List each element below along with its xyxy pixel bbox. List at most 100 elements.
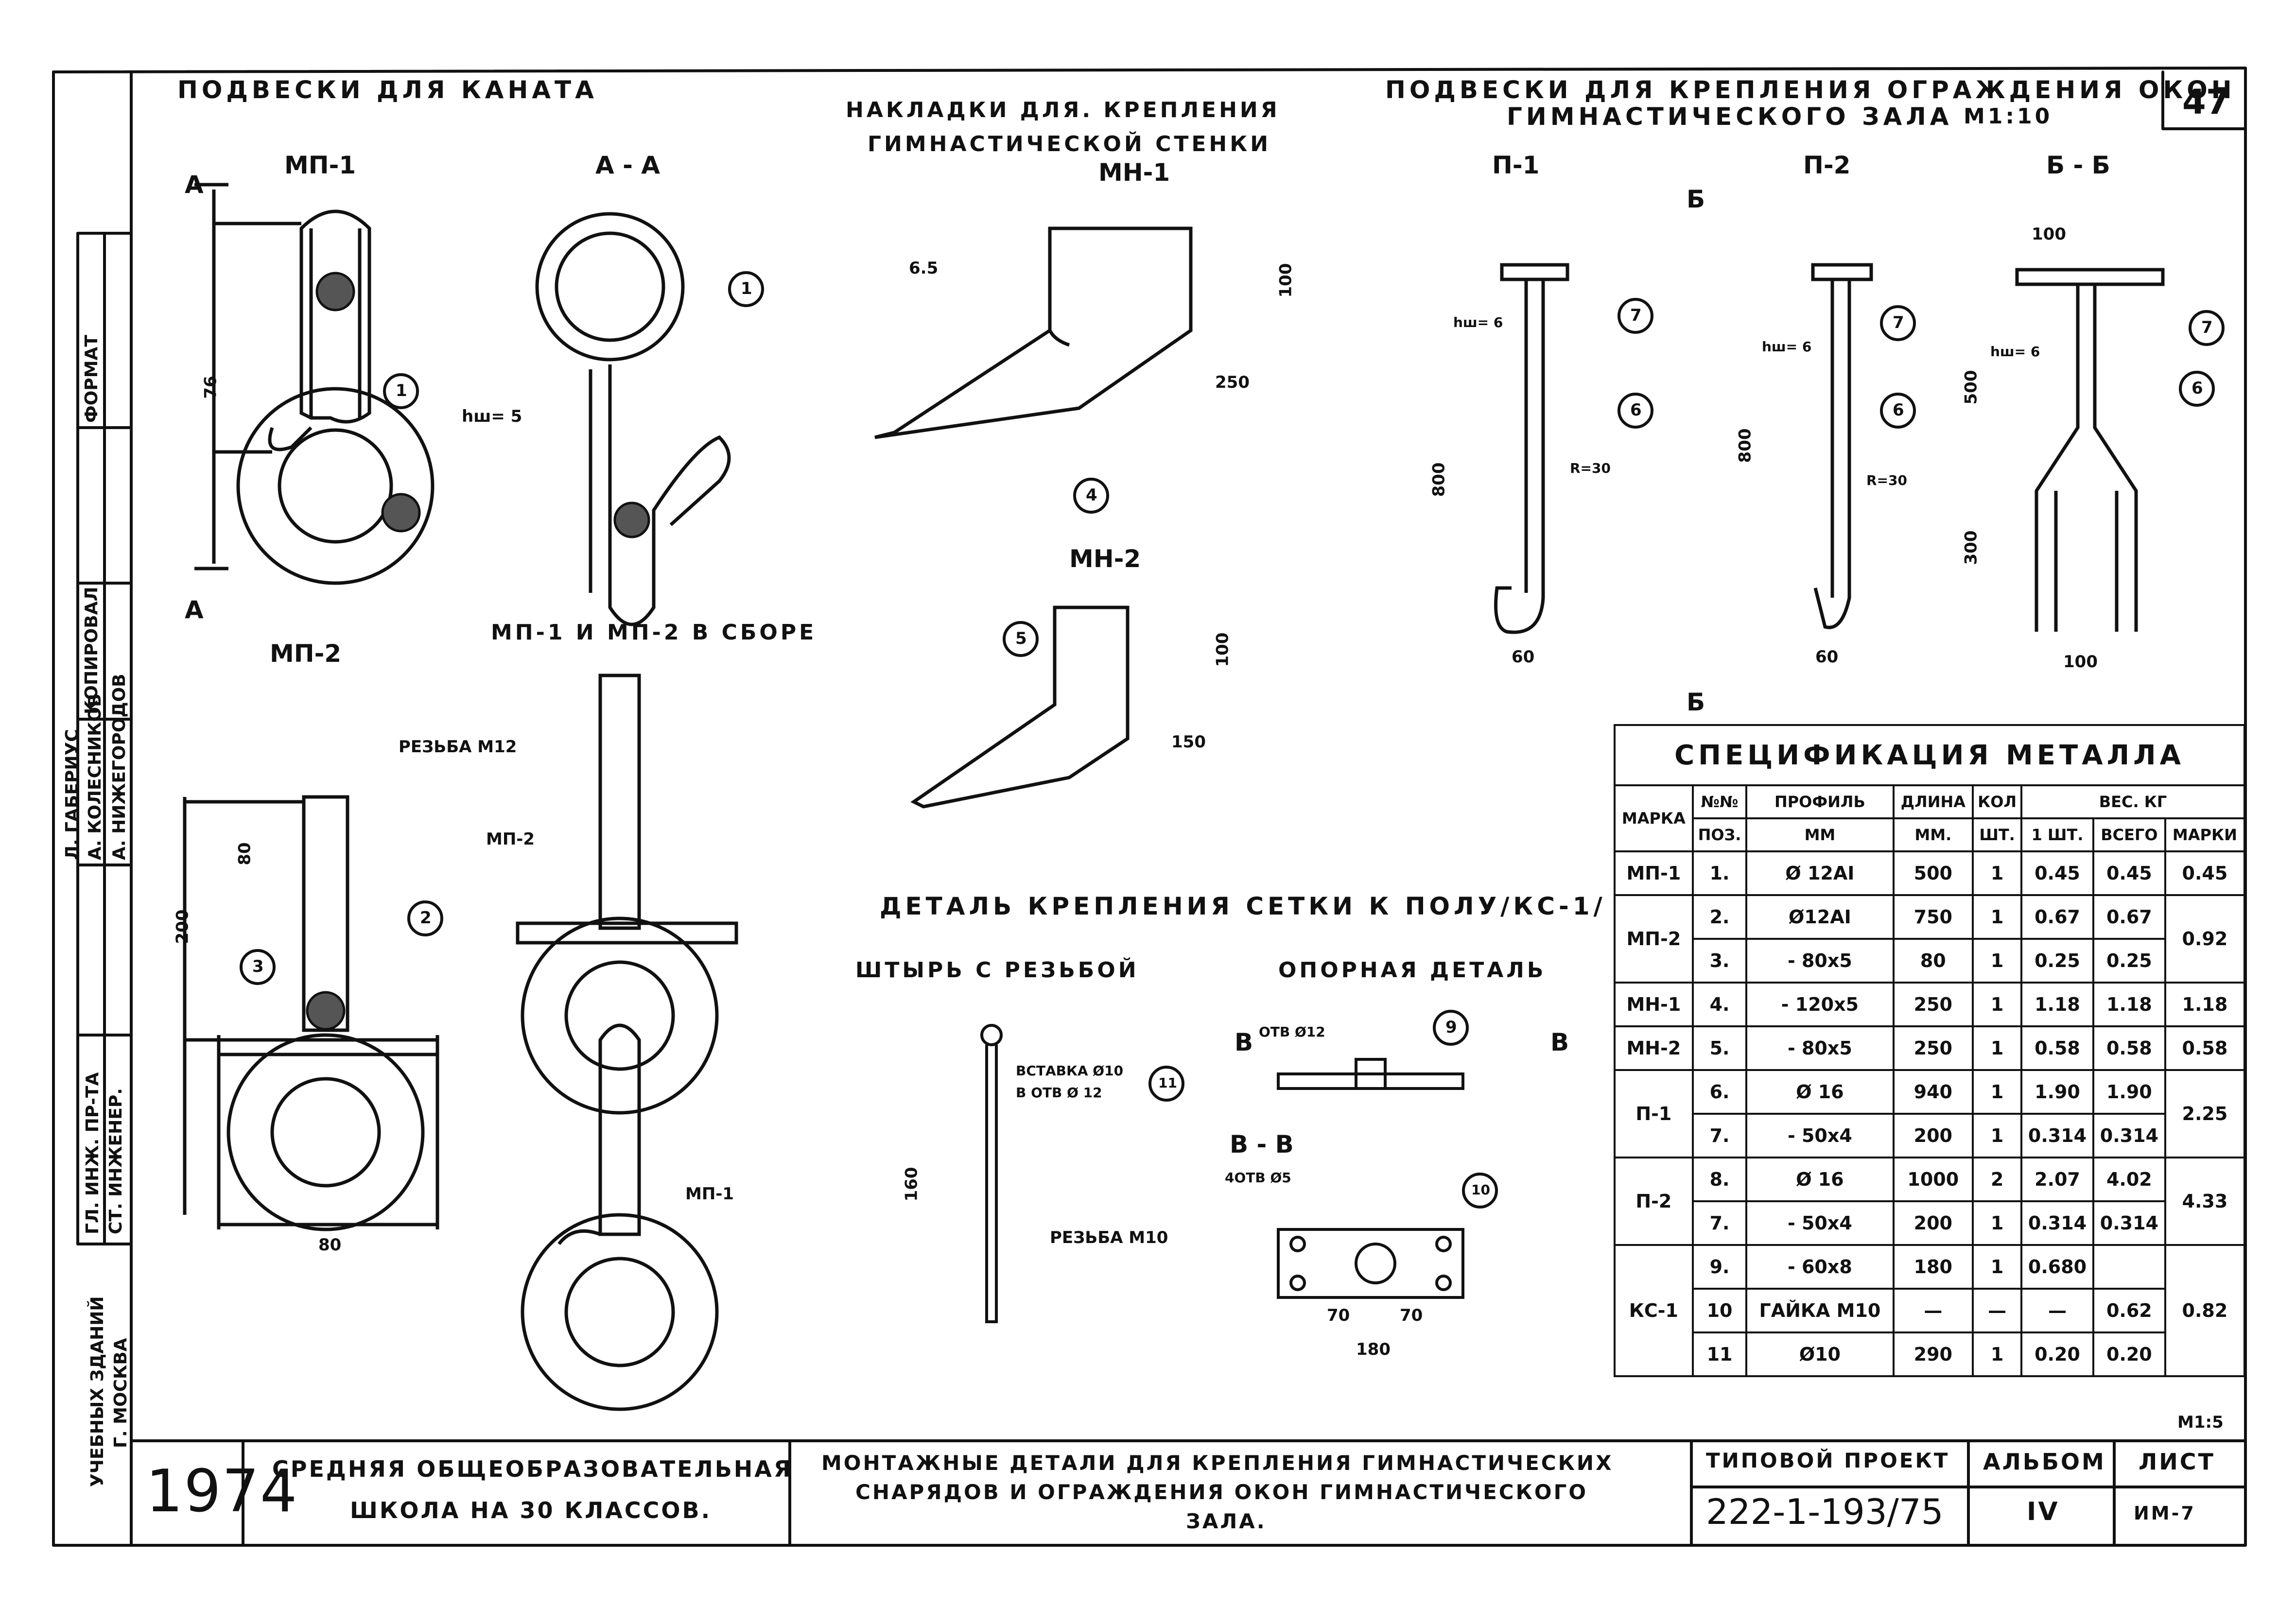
spec-cell-length: 500 — [1892, 850, 1974, 896]
spec-cell-mark: МП-1 — [1614, 850, 1694, 896]
dim-100-mn2: 100 — [1213, 632, 1233, 667]
view-mp2: МП-2 — [270, 639, 342, 668]
spec-cell-qty: 1 — [1972, 938, 2023, 984]
dim-160-pin: 160 — [902, 1167, 922, 1202]
callout-1-b — [383, 373, 419, 409]
spec-hdr-mark: МАРКА — [1614, 784, 1694, 852]
spec-cell-w1: 0.20 — [2020, 1331, 2094, 1377]
weld-note-aa: hш= 5 — [462, 407, 522, 426]
sidebar-role-2: ГЛ. ИНЖ. ПР-ТА — [83, 1072, 103, 1234]
hole-12: ОТВ Ø12 — [1259, 1024, 1325, 1040]
p2-view — [1811, 263, 1873, 629]
spec-cell-w1: 1.18 — [2020, 982, 2094, 1027]
spec-cell-pos: 10 — [1691, 1288, 1748, 1333]
mp2-view — [183, 795, 439, 1231]
spec-hdr-qty2: ШТ. — [1972, 817, 2023, 852]
wall-plates-title-1: НАКЛАДКИ ДЛЯ. КРЕПЛЕНИЯ — [846, 98, 1280, 122]
tb-desc-2: СНАРЯДОВ И ОГРАЖДЕНИЯ ОКОН ГИМНАСТИЧЕСКО… — [855, 1480, 1588, 1504]
spec-cell-wmark: 0.92 — [2164, 894, 2246, 984]
dim-70-b: 70 — [1400, 1306, 1423, 1325]
spec-cell-pos: 1. — [1691, 850, 1748, 896]
view-assembly: МП-1 И МП-2 В СБОРЕ — [491, 620, 817, 645]
sheet-number-box — [2161, 70, 2247, 130]
callout-9 — [1433, 1010, 1469, 1046]
callout-7-b — [1880, 305, 1916, 341]
support-part-title: ОПОРНАЯ ДЕТАЛЬ — [1278, 958, 1547, 983]
cut-a-bottom: А — [185, 596, 204, 624]
spec-cell-length: 200 — [1892, 1113, 1974, 1158]
holes-5: 4ОТВ Ø5 — [1225, 1170, 1291, 1186]
spec-cell-wmark: 4.33 — [2164, 1157, 2246, 1246]
aa-section — [613, 501, 650, 538]
spec-cell-w1: 0.314 — [2020, 1200, 2094, 1246]
view-p1: П-1 — [1492, 151, 1540, 179]
thread-m12: РЕЗЬБА М12 — [399, 737, 517, 757]
dim-500-bb: 500 — [1961, 370, 1981, 405]
spec-hdr-pos2: ПОЗ. — [1691, 817, 1748, 852]
dim-76: 76 — [201, 376, 221, 399]
spec-cell-profile: - 120x5 — [1745, 982, 1895, 1027]
spec-hdr-w1: 1 ШТ. — [2020, 817, 2094, 852]
spec-cell-profile: ГАЙКА М10 — [1745, 1288, 1895, 1333]
spec-cell-qty: 1 — [1972, 1200, 2023, 1246]
spec-hdr-weight: ВЕС. КГ — [2020, 784, 2245, 819]
callout-1-b-num: 1 — [396, 381, 407, 400]
spec-cell-qty: 1 — [1972, 1025, 2023, 1071]
callout-7-a-num: 7 — [1630, 306, 1642, 325]
callout-7-c — [2189, 310, 2225, 346]
callout-9-num: 9 — [1445, 1018, 1457, 1037]
mp1-leader: МП-1 — [685, 1184, 734, 1204]
dim-80-mp2: 80 — [235, 842, 255, 865]
spec-cell-mark: П-2 — [1614, 1157, 1694, 1246]
spec-cell-qty: 2 — [1972, 1157, 2023, 1202]
spec-cell-wall: 0.20 — [2092, 1331, 2166, 1377]
spec-cell-wall: 1.90 — [2092, 1069, 2166, 1115]
spec-cell-pos: 7. — [1691, 1200, 1748, 1246]
spec-cell-pos: 7. — [1691, 1113, 1748, 1158]
mp1-section-side — [381, 493, 421, 533]
dim-150-mn2: 150 — [1171, 732, 1206, 752]
dim-800-p2: 800 — [1735, 428, 1755, 463]
spec-cell-w1: 1.90 — [2020, 1069, 2094, 1115]
spec-cell-wall: 0.45 — [2092, 850, 2166, 896]
spec-cell-w1: 0.680 — [2020, 1244, 2094, 1290]
sidebar-name-2: А. КОЛЕСНИКОВ — [85, 693, 105, 860]
sidebar-format: ФОРМАТ — [82, 335, 102, 423]
cut-a-top: А — [185, 171, 204, 199]
view-mp1: МП-1 — [284, 151, 356, 179]
callout-6-c — [2179, 371, 2215, 407]
callout-3-num: 3 — [252, 957, 264, 976]
spec-cell-length: 180 — [1892, 1244, 1974, 1290]
spec-cell-qty: 1 — [1972, 1069, 2023, 1115]
spec-cell-mark: МП-2 — [1614, 894, 1694, 984]
spec-cell-length: 250 — [1892, 1025, 1974, 1071]
callout-6-a — [1618, 393, 1653, 429]
spec-cell-profile: - 50x4 — [1745, 1200, 1895, 1246]
spec-cell-profile: Ø 12АI — [1745, 850, 1895, 896]
spec-cell-w1: — — [2020, 1288, 2094, 1333]
spec-hdr-profile: ПРОФИЛЬ — [1745, 784, 1895, 819]
spec-cell-qty: 1 — [1972, 850, 2023, 896]
spec-cell-w1: 0.58 — [2020, 1025, 2094, 1071]
spec-cell-wall: 0.314 — [2092, 1200, 2166, 1246]
mn2-view — [910, 605, 1130, 809]
view-p2: П-2 — [1803, 151, 1851, 179]
view-mn1: МН-1 — [1098, 158, 1170, 187]
spec-cell-length: 940 — [1892, 1069, 1974, 1115]
tb-year: 1974 — [146, 1458, 298, 1525]
spec-cell-wall: 0.314 — [2092, 1113, 2166, 1158]
support-view — [1277, 1058, 1464, 1299]
tb-sheet-code: ИМ-7 — [2134, 1503, 2196, 1524]
view-aa: А - А — [595, 151, 660, 179]
dim-180-support: 180 — [1356, 1340, 1391, 1359]
spec-cell-pos: 4. — [1691, 982, 1748, 1027]
spec-cell-w1: 0.67 — [2020, 894, 2094, 940]
spec-cell-wall: 0.58 — [2092, 1025, 2166, 1071]
sidebar-org-1: УЧЕБНЫХ ЗДАНИЙ — [87, 1296, 107, 1487]
dim-200-mp2: 200 — [173, 909, 192, 944]
